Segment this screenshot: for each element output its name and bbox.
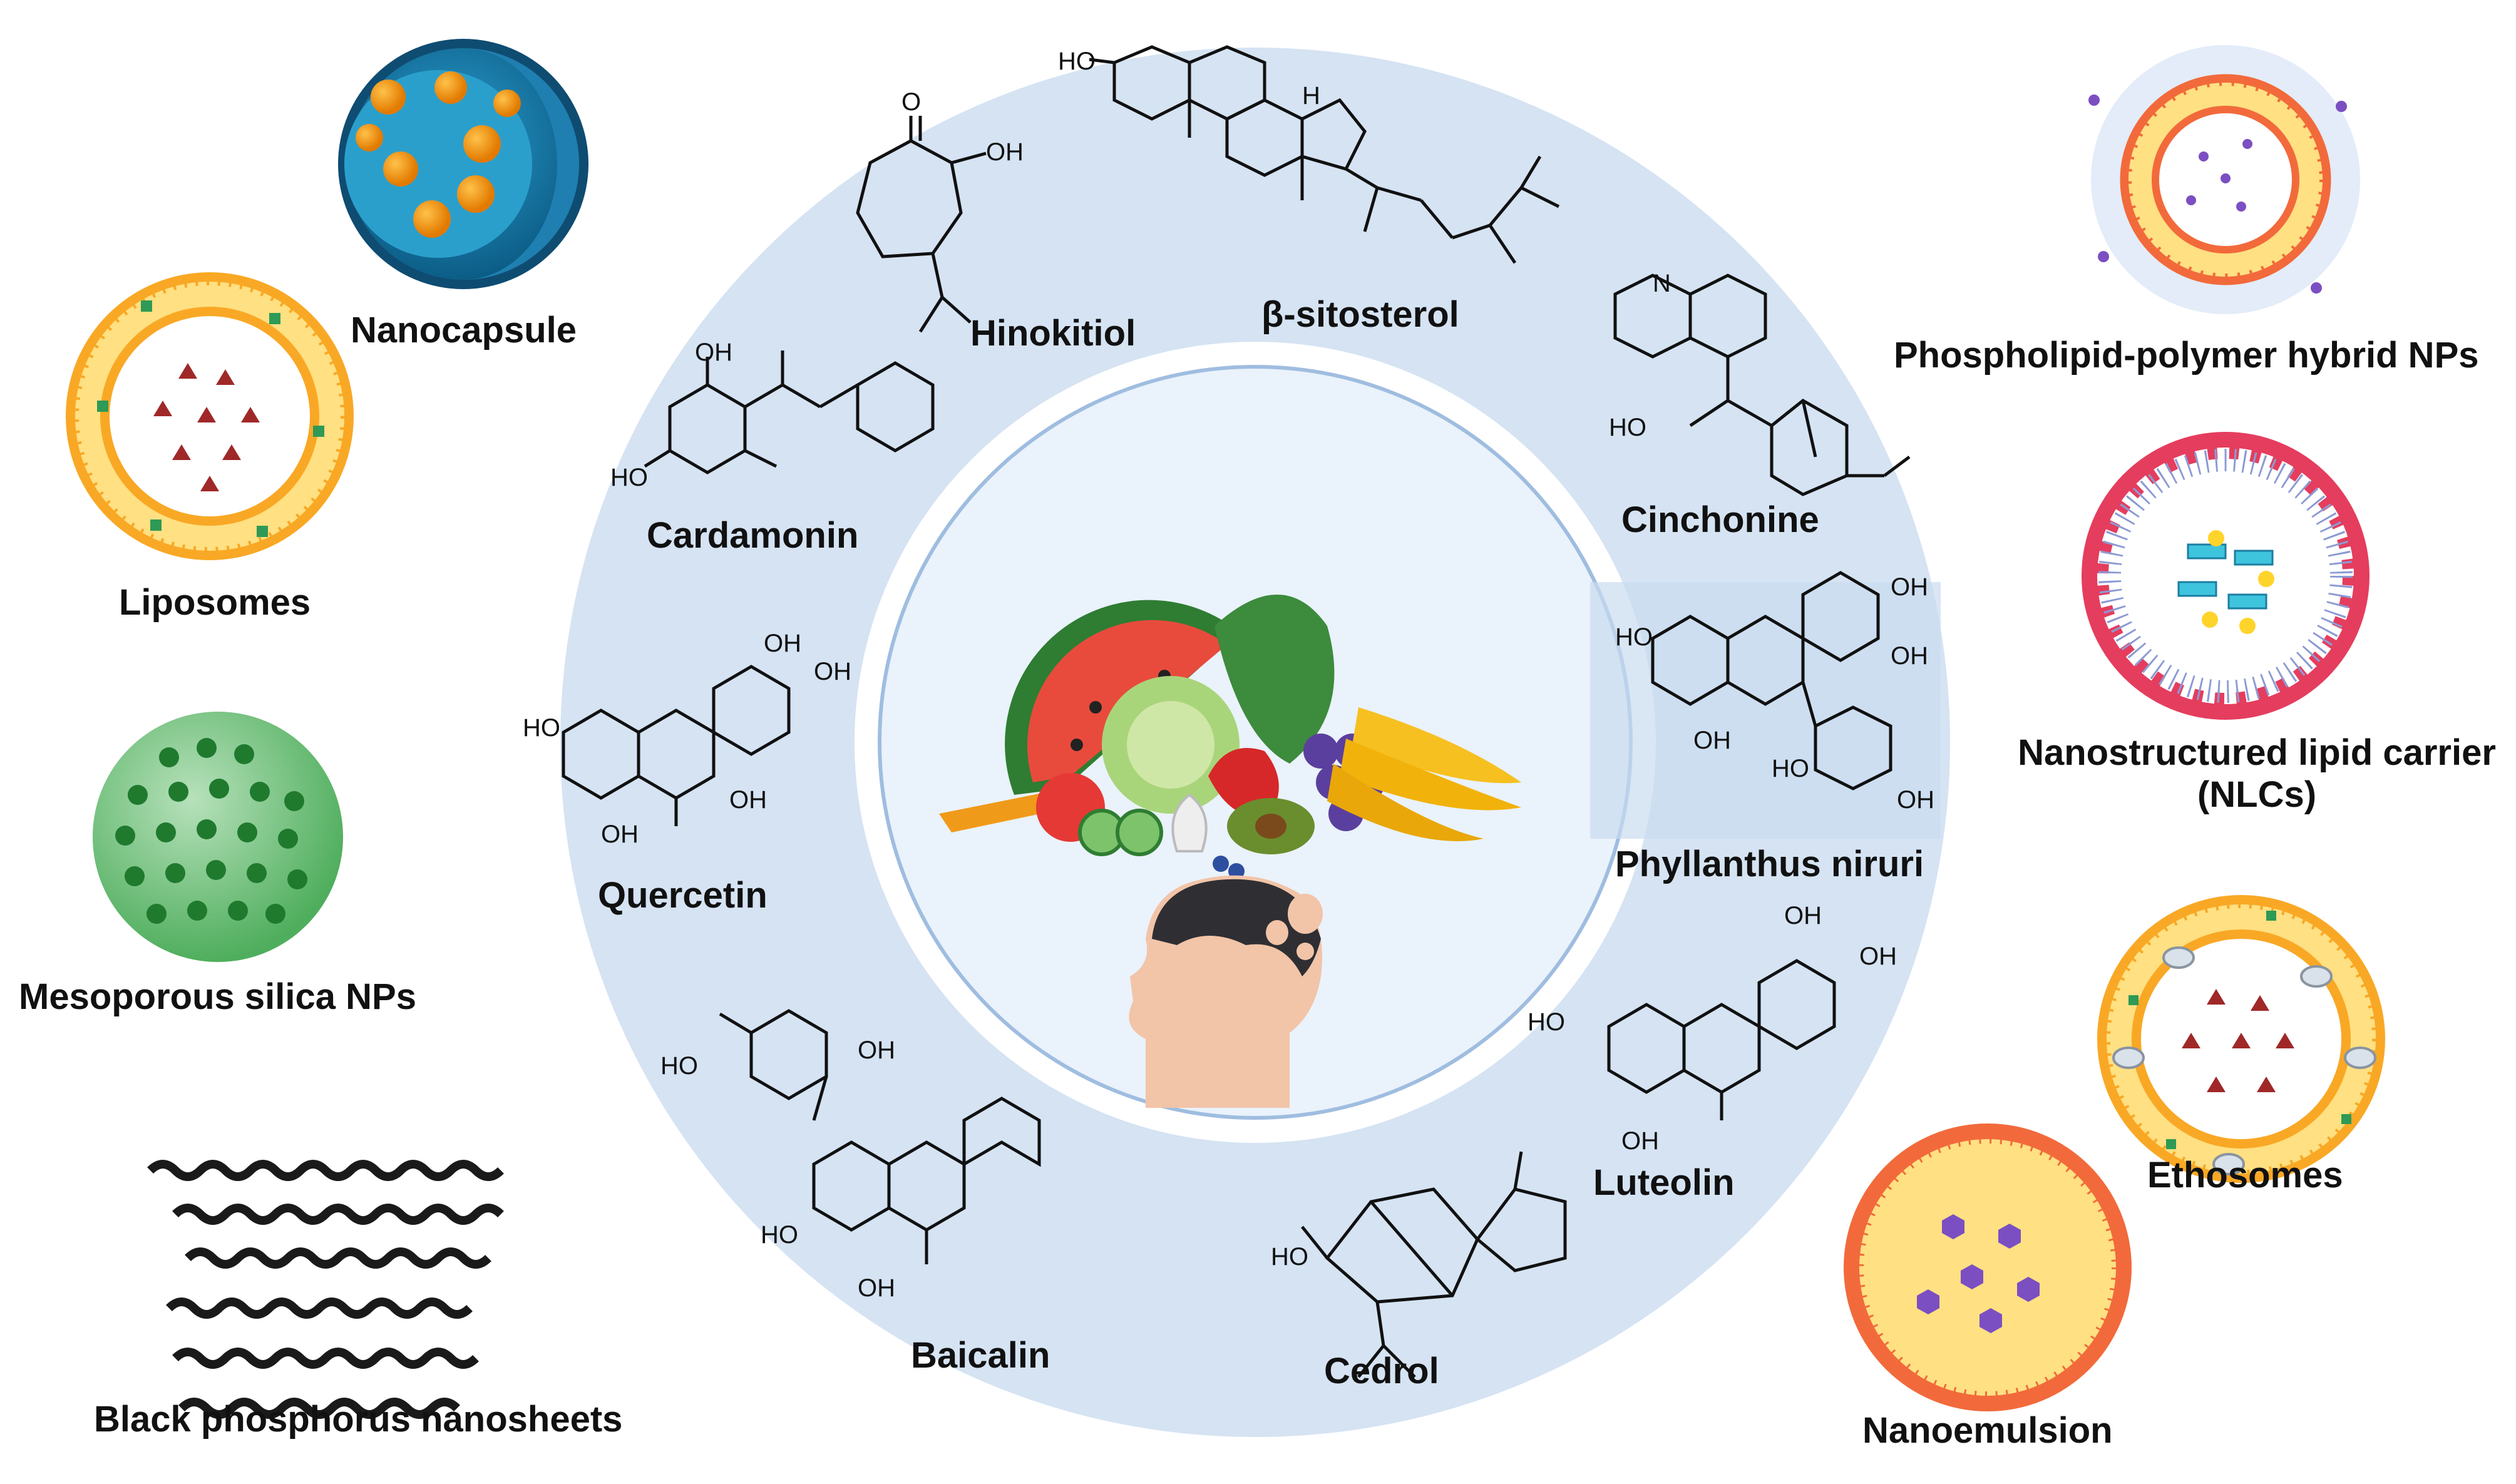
atom-ho: HO bbox=[523, 714, 560, 742]
cardamonin-structure bbox=[644, 351, 935, 474]
quercetin-structure bbox=[562, 665, 791, 826]
label-luteolin: Luteolin bbox=[1593, 1162, 1735, 1203]
label-black-phosphorus: Black phosphorus nanosheets bbox=[94, 1399, 623, 1440]
atom-ho: HO bbox=[1058, 48, 1096, 75]
label-phyllanthus: Phyllanthus niruri bbox=[1615, 844, 1924, 884]
nanocapsule-illustration bbox=[338, 39, 588, 289]
atom-oh: OH bbox=[986, 138, 1024, 166]
liposome-illustration bbox=[66, 272, 354, 560]
atom-oh: OH bbox=[729, 786, 767, 814]
label-nanoemulsion: Nanoemulsion bbox=[1862, 1410, 2113, 1451]
label-sitosterol: β-sitosterol bbox=[1261, 294, 1459, 335]
atom-oh: OH bbox=[814, 658, 851, 685]
fruit-vegetable-illustration bbox=[939, 595, 1521, 879]
atom-oh: OH bbox=[1891, 573, 1928, 601]
atom-h: H bbox=[1302, 82, 1320, 110]
atom-ho: HO bbox=[1772, 755, 1809, 782]
label-quercetin: Quercetin bbox=[598, 875, 768, 916]
label-mesoporous: Mesoporous silica NPs bbox=[19, 976, 416, 1017]
atom-ho: HO bbox=[761, 1221, 798, 1249]
label-nanocapsule: Nanocapsule bbox=[351, 310, 577, 351]
hybrid-np-illustration bbox=[2088, 45, 2360, 314]
label-hinokitiol: Hinokitiol bbox=[970, 313, 1136, 354]
atom-oh: OH bbox=[1693, 727, 1731, 754]
atom-ho: HO bbox=[610, 464, 648, 491]
atom-n: N bbox=[1653, 270, 1671, 297]
atom-oh: OH bbox=[695, 339, 732, 366]
atom-oh: OH bbox=[601, 821, 639, 848]
cinchonine-structure bbox=[1613, 274, 1911, 496]
mesoporous-silica-illustration bbox=[93, 712, 343, 962]
atom-oh: OH bbox=[1621, 1127, 1659, 1155]
black-phosphorus-illustration bbox=[147, 1160, 504, 1419]
cedrol-structure bbox=[1301, 1151, 1567, 1378]
luteolin-structure bbox=[1607, 959, 1836, 1120]
atom-ho: HO bbox=[1615, 623, 1653, 651]
label-cedrol: Cedrol bbox=[1324, 1351, 1439, 1391]
label-cinchonine: Cinchonine bbox=[1621, 499, 1819, 540]
atom-oh: OH bbox=[858, 1274, 895, 1302]
phyllanthus-structure bbox=[1651, 571, 1892, 791]
atom-ho: HO bbox=[1271, 1243, 1308, 1271]
atom-ho: HO bbox=[1609, 414, 1646, 441]
sitosterol-structure bbox=[1089, 45, 1560, 264]
ethosome-illustration bbox=[2097, 895, 2385, 1183]
head-with-alopecia-illustration bbox=[1129, 875, 1323, 1108]
nanoemulsion-illustration bbox=[1844, 1123, 2132, 1411]
label-nlc: Nanostructured lipid carrier (NLCs) bbox=[2006, 732, 2507, 816]
label-ethosomes: Ethosomes bbox=[2147, 1155, 2343, 1195]
molecule-structures bbox=[562, 45, 1911, 1378]
label-nlc-line1: Nanostructured lipid carrier bbox=[2018, 732, 2496, 773]
phyllanthus-backdrop bbox=[1590, 582, 1941, 839]
atom-oh: OH bbox=[1891, 642, 1928, 670]
atom-ho: HO bbox=[660, 1052, 698, 1080]
atom-oh: OH bbox=[1897, 786, 1934, 814]
label-cardamonin: Cardamonin bbox=[647, 515, 859, 556]
label-hybrid-np: Phospholipid-polymer hybrid NPs bbox=[1894, 335, 2479, 376]
label-baicalin: Baicalin bbox=[911, 1335, 1050, 1376]
baicalin-structure bbox=[719, 1009, 1041, 1264]
atom-oh: OH bbox=[1859, 943, 1897, 970]
label-liposomes: Liposomes bbox=[119, 582, 311, 623]
label-nlc-line2: (NLCs) bbox=[2197, 774, 2317, 815]
hinokitiol-structure bbox=[856, 116, 987, 333]
atom-o: O bbox=[901, 88, 922, 116]
nlc-illustration bbox=[2082, 432, 2370, 720]
atom-oh: OH bbox=[764, 630, 801, 657]
atom-ho: HO bbox=[1528, 1008, 1565, 1036]
atom-oh: OH bbox=[1784, 902, 1822, 929]
atom-oh: OH bbox=[858, 1036, 895, 1064]
